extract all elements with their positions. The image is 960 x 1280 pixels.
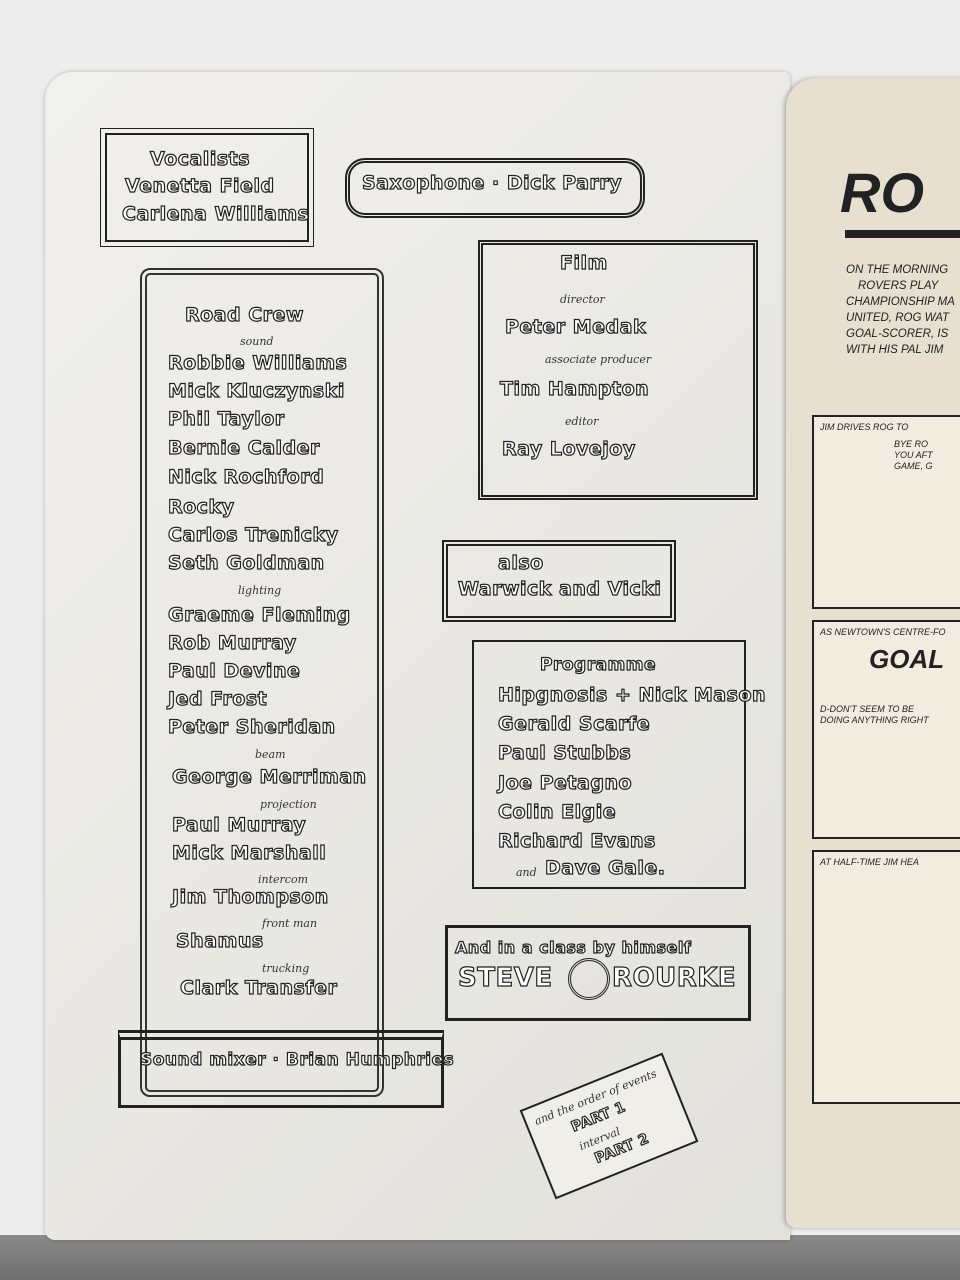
crew-name: Robbie Williams [167,351,348,374]
vocalist-name: Carlena Williams [121,202,310,225]
programme-name: Richard Evans [497,829,656,852]
class-last-name: ROURKE [611,962,737,993]
film-heading: Film [559,251,608,274]
programme-name: Colin Elgie [497,800,617,823]
film-screen-frame [478,240,758,500]
saxophone-credit: Saxophone · Dick Parry [361,171,623,194]
comic-intro-line: ON THE MORNING [846,264,949,276]
comic-title-underline [845,230,960,238]
panel-speech: BYE RO [894,439,929,449]
class-first-name: STEVE [457,962,553,993]
panel-speech: DOING ANYTHING RIGHT [820,715,929,725]
crew-name: Peter Sheridan [167,715,336,738]
film-role: associate producer [545,353,652,366]
crew-name: Clark Transfer [179,976,338,999]
crew-role: beam [255,748,286,761]
crew-role: lighting [238,584,282,597]
comic-panel-3: AT HALF-TIME JIM HEA [812,850,960,1104]
also-frame [442,540,676,622]
crew-name: George Merriman [171,765,367,788]
panel-caption: JIM DRIVES ROG TO [820,422,909,432]
crew-name: Bernie Calder [167,436,320,459]
programme-name: Joe Petagno [497,771,633,794]
seal-icon [568,958,610,1000]
class-frame [445,925,751,1021]
crew-name: Rocky [167,495,235,518]
sound-mixer-credit: Sound mixer · Brian Humphries [139,1049,455,1070]
panel-caption: AT HALF-TIME JIM HEA [820,857,919,867]
crew-name: Paul Murray [171,813,307,836]
road-crew-heading: Road Crew [184,303,304,326]
crew-name: Mick Marshall [171,841,327,864]
crew-name: Graeme Fleming [167,603,351,626]
class-heading: And in a class by himself [454,937,692,957]
programme-heading: Programme [539,654,657,675]
crew-name: Carlos Trenicky [167,523,339,546]
crew-name: Paul Devine [167,659,301,682]
programme-name: Paul Stubbs [497,741,632,764]
crew-role: intercom [258,873,309,886]
program-left-page [45,72,790,1240]
film-name: Peter Medak [504,315,647,338]
programme-name: Hipgnosis + Nick Mason [497,683,767,706]
comic-intro-line: ROVERS PLAY [858,280,939,292]
film-name: Ray Lovejoy [501,437,636,460]
crew-name: Shamus [175,929,264,952]
crew-name: Seth Goldman [167,551,325,574]
comic-panel-2: AS NEWTOWN'S CENTRE-FO GOAL D-DON'T SEEM… [812,620,960,839]
comic-intro-line: WITH HIS PAL JIM [846,344,944,356]
sound-mixer-frame [118,1030,444,1108]
vocalists-frame [100,128,314,247]
comic-title: RO [840,161,924,224]
vocalist-name: Venetta Field [124,174,275,197]
crew-name: Jim Thompson [171,885,329,908]
road-crew-pipe-frame [140,268,384,1097]
programme-name: Dave Gale. [544,856,666,879]
film-role: editor [565,415,599,428]
saxophone-frame [345,158,645,218]
goal-sign: GOAL [869,644,945,674]
crew-role: front man [262,917,318,930]
crew-role: projection [260,798,317,811]
crew-name: Phil Taylor [167,407,285,430]
vocalists-heading: Vocalists [149,147,251,170]
panel-speech: GAME, G [894,461,933,471]
programme-and: and [516,866,537,879]
table-surface [0,1235,960,1280]
crew-name: Jed Frost [167,687,268,710]
crew-role: sound [240,335,274,348]
panel-speech: D-DON'T SEEM TO BE [820,704,915,714]
also-heading: also [497,551,544,574]
panel-caption: AS NEWTOWN'S CENTRE-FO [820,627,946,637]
also-names: Warwick and Vicki [457,577,662,600]
panel-speech: YOU AFT [894,450,933,460]
crew-name: Nick Rochford [167,465,325,488]
crew-name: Rob Murray [167,631,297,654]
crew-role: trucking [262,962,310,975]
programme-name: Gerald Scarfe [497,712,651,735]
programme-screen-frame [472,640,746,889]
comic-intro-line: UNITED, ROG WAT [846,312,950,324]
comic-intro-line: GOAL-SCORER, IS [846,328,949,340]
film-role: director [560,293,605,306]
crew-name: Mick Kluczynski [167,379,345,402]
film-name: Tim Hampton [499,377,650,400]
comic-intro-line: CHAMPIONSHIP MA [846,296,955,308]
comic-panel-1: JIM DRIVES ROG TO BYE RO YOU AFT GAME, G [812,415,960,609]
